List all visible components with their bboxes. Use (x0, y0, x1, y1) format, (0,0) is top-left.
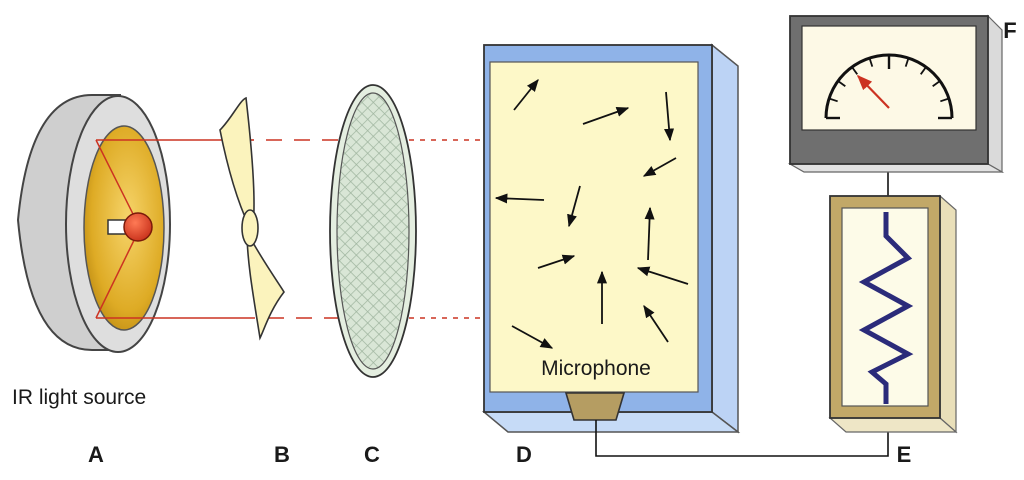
microphone-icon (564, 392, 626, 421)
sample-chamber: Microphone (481, 43, 741, 434)
molecule-arrow (636, 266, 689, 285)
meter-face (801, 25, 977, 131)
meter-tick (828, 97, 838, 103)
label-e: E (897, 442, 912, 467)
chopper-blade-upper (219, 96, 255, 227)
chamber-interior (489, 61, 699, 393)
filter-mesh (336, 92, 410, 370)
molecule-arrow (582, 107, 630, 125)
resistor-bottom-face (828, 417, 958, 433)
meter-tick (920, 66, 927, 75)
molecule-arrow (664, 91, 675, 142)
wire-microphone-to-resistor (595, 418, 889, 457)
meter-needle (856, 74, 890, 109)
chopper-blade-lower (246, 231, 285, 341)
ir-lamp (16, 94, 171, 353)
chopper-blade-icon (219, 96, 285, 341)
meter-tick (940, 97, 950, 103)
ir-lamp-icon (123, 212, 153, 242)
label-f: F (1003, 18, 1016, 43)
meter-icon (787, 14, 1005, 174)
label-d: D (516, 442, 532, 467)
molecule-arrow (494, 193, 545, 204)
molecule-arrow (513, 79, 539, 111)
meter-tick (932, 80, 941, 87)
label-b: B (274, 442, 290, 467)
ir-source-label: IR light source (12, 386, 146, 409)
meter-tick (904, 57, 910, 67)
molecule-arrow (537, 254, 576, 269)
molecule-arrow (567, 185, 581, 228)
resistor-wire (858, 212, 914, 404)
chamber-side-face (711, 43, 739, 434)
resistor-icon (828, 194, 958, 434)
label-c: C (364, 442, 380, 467)
meter-side-face (987, 14, 1003, 174)
molecule-arrow (643, 304, 669, 343)
microphone-label: Microphone (541, 357, 651, 380)
meter-tick (868, 57, 874, 67)
resistor-panel (841, 207, 929, 407)
molecule-arrow (511, 325, 554, 349)
molecule-arrow (644, 206, 655, 261)
meter-ticks (826, 55, 952, 120)
resistor-side-face (939, 194, 957, 434)
molecule-arrows (494, 79, 689, 349)
filter-disc-icon (329, 84, 417, 378)
chopper-hub (241, 209, 259, 247)
lamp-internal-ray-bottom (95, 227, 141, 319)
meter-bottom-face (787, 163, 1005, 173)
meter-tick (851, 66, 858, 75)
molecule-arrow (642, 157, 677, 177)
label-a: A (88, 442, 104, 467)
meter-tick (837, 80, 846, 87)
